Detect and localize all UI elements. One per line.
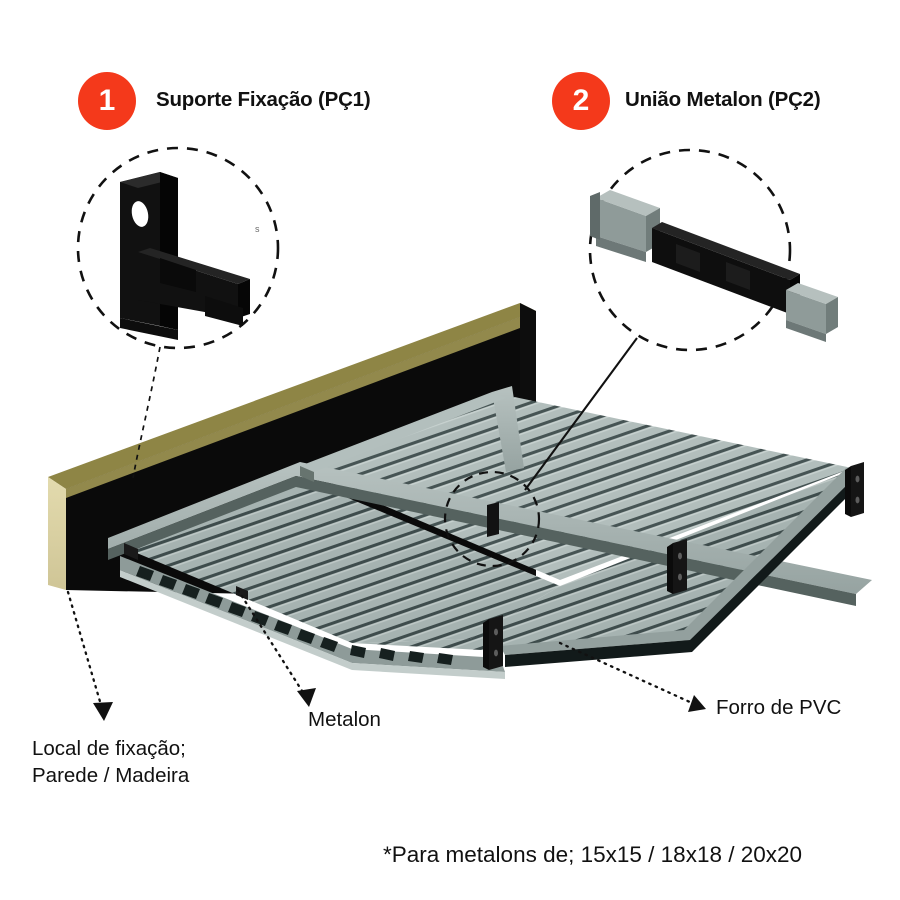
callout-title-2: União Metalon (PÇ2) (625, 88, 821, 111)
joint-connector-mark (487, 502, 499, 537)
wall-top-edge (48, 303, 536, 489)
arrowhead-local-fixacao (93, 702, 113, 721)
arrowhead-forro-pvc (688, 695, 706, 712)
metalon-rail-cross (108, 462, 872, 606)
pvc-slat-ends (120, 556, 505, 679)
bracket-right-far (845, 462, 864, 517)
callout-title-1: Suporte Fixação (PÇ1) (156, 88, 371, 111)
joint-marker-circle (443, 470, 541, 568)
bracket-detail-mark: s (255, 224, 260, 234)
slat-end-band (120, 556, 505, 672)
leader-local-fixacao (66, 590, 103, 707)
metalon-tube-right (786, 283, 838, 342)
label-metalon: Metalon (308, 708, 381, 731)
bracket-hole (131, 201, 149, 227)
metalon-rail-far (300, 386, 524, 482)
label-local-fixacao-line1: Local de fixação; (32, 737, 186, 760)
fixing-brackets (124, 462, 864, 670)
l-bracket-part (120, 172, 250, 340)
callout-badge-1[interactable]: 1 (78, 72, 136, 130)
label-forro-pvc: Forro de PVC (716, 696, 842, 719)
metalon-rail-top (108, 462, 872, 594)
leader-forro-pvc (558, 641, 694, 705)
wall-left-face (48, 477, 66, 590)
metalon-rail-far-body (492, 386, 524, 472)
leader-callout-2 (524, 337, 638, 491)
arrowhead-metalon (297, 688, 316, 707)
metalon-rail-far-top (300, 392, 506, 472)
pvc-ceiling-panel-upper (300, 394, 852, 580)
label-local-fixacao: Local de fixação; Parede / Madeira (32, 735, 189, 790)
wall-edge-highlight (66, 311, 536, 498)
leader-callout-1 (132, 346, 161, 479)
pvc-slats-lower (132, 478, 560, 643)
bracket-right-mid (667, 539, 687, 594)
bracket-right-front (483, 615, 503, 670)
footnote-text: *Para metalons de; 15x15 / 18x18 / 20x20 (383, 842, 803, 867)
leader-metalon (236, 588, 306, 696)
metalon-rail-far-end (300, 466, 314, 482)
callout-badge-2-number: 2 (572, 84, 590, 117)
metalon-tube-left (590, 190, 660, 262)
callout-badge-1-number: 1 (98, 84, 116, 117)
callout-badge-2[interactable]: 2 (552, 72, 610, 130)
label-local-fixacao-line2: Parede / Madeira (32, 764, 190, 788)
pvc-slats-upper (300, 394, 852, 580)
